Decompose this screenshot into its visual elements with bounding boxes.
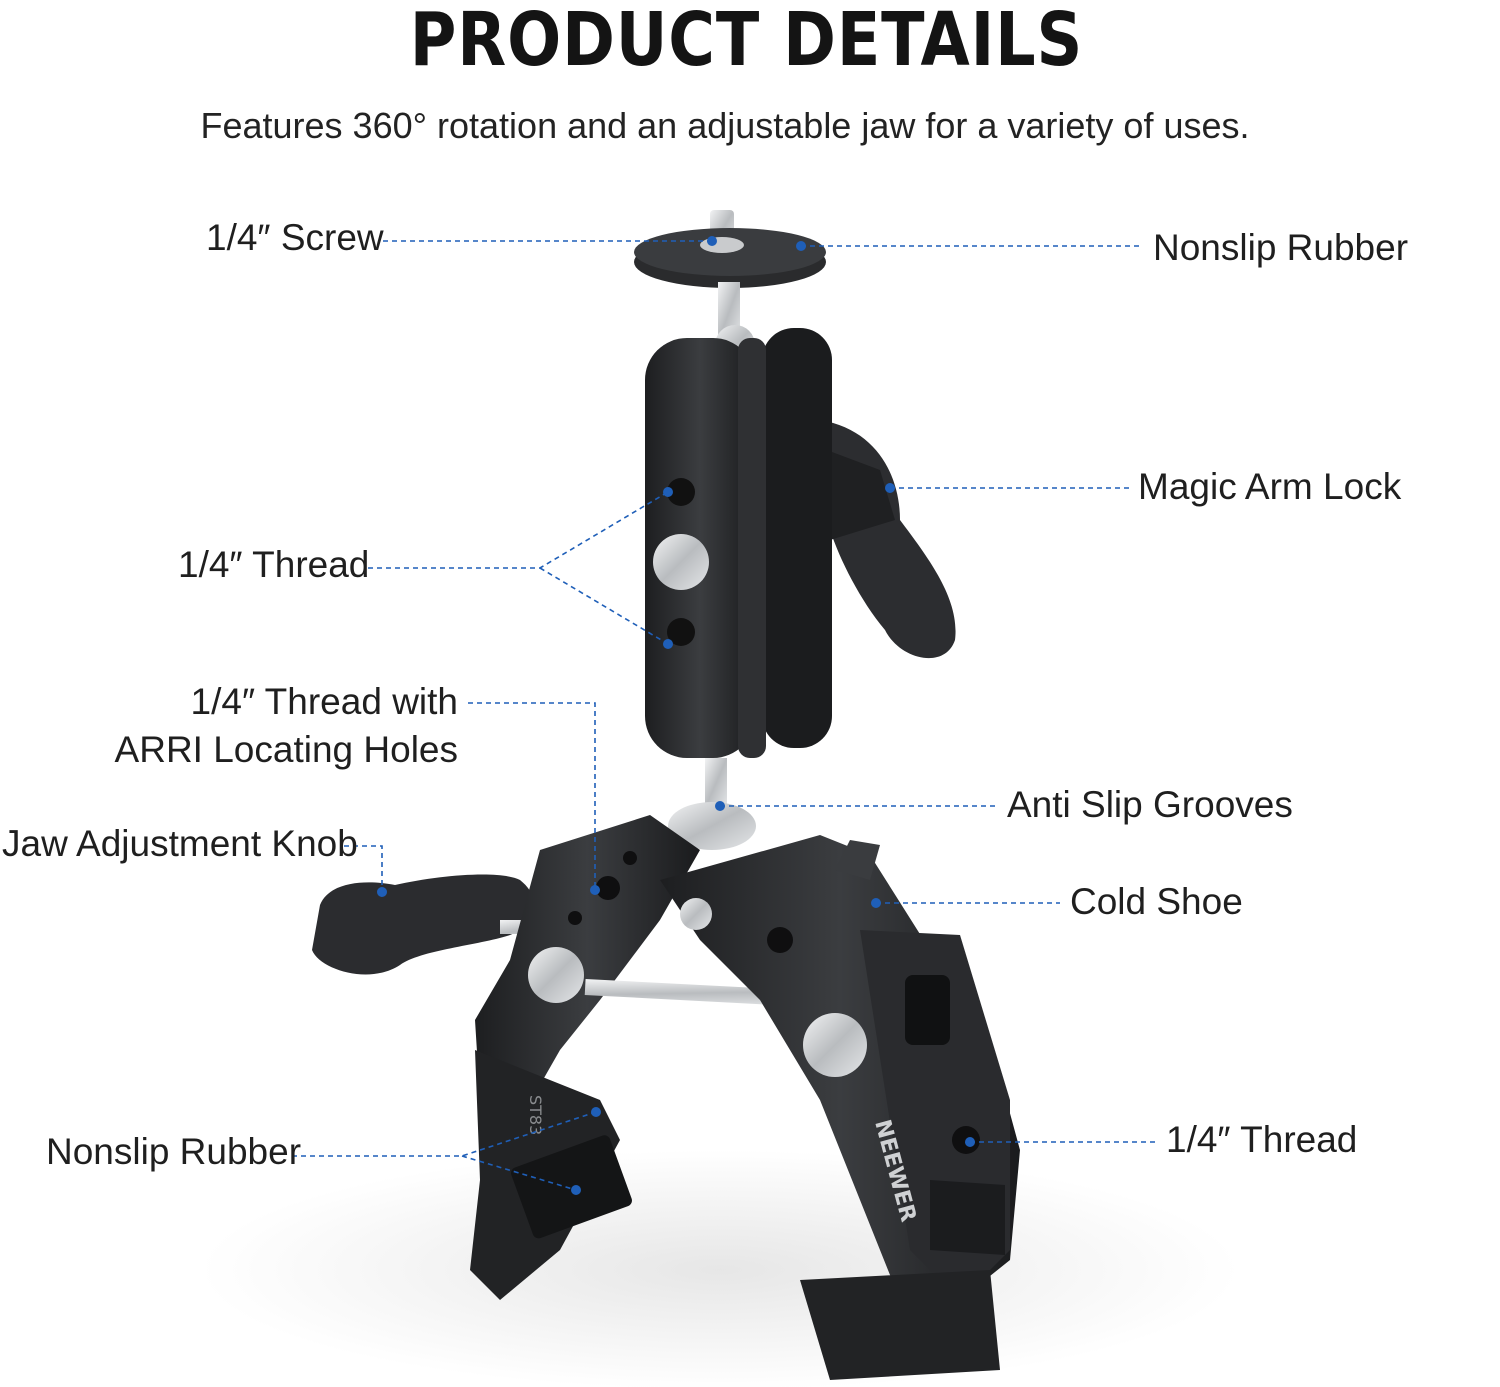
callout-nonslip-rubber-bottom: Nonslip Rubber [46, 1131, 302, 1172]
leader-lines [292, 240, 1158, 1191]
leader-nonslip-bottom-b [461, 1155, 577, 1191]
callout-thread-arm: 1/4″ Thread [178, 544, 370, 585]
callout-nonslip-rubber-top: Nonslip Rubber [1153, 227, 1409, 268]
thread-hole-lower [667, 618, 695, 646]
right-jaw-foot [800, 1270, 1000, 1380]
leader-thread-arm-a [368, 491, 669, 569]
callout-jaw-adjustment-knob: Jaw Adjustment Knob [2, 823, 358, 864]
callout-screw: 1/4″ Screw [206, 217, 384, 258]
model-mark: ST83 [526, 1095, 545, 1135]
page-subtitle: Features 360° rotation and an adjustable… [200, 105, 1250, 146]
page-title: PRODUCT DETAILS [409, 0, 1084, 83]
clamp-left-jaw: ST83 [470, 815, 700, 1300]
lower-ball [668, 758, 756, 850]
callout-thread-bottom: 1/4″ Thread [1166, 1119, 1358, 1160]
clamp-right-jaw: NEEWER [660, 835, 1020, 1380]
leader-jaw-knob [344, 845, 383, 892]
floor-shadow [200, 1150, 1240, 1387]
right-pivot-cap [803, 1013, 867, 1077]
callout-arri-line1: 1/4″ Thread with [190, 681, 458, 722]
arm-pivot-cap [653, 534, 709, 590]
callout-arri-line2: ARRI Locating Holes [114, 729, 458, 770]
callout-cold-shoe: Cold Shoe [1070, 881, 1243, 922]
left-pivot-cap [528, 947, 584, 1003]
leader-thread-arm-b [539, 567, 669, 645]
leader-arri [468, 702, 596, 890]
threaded-rod [584, 978, 816, 1008]
callout-anti-slip-grooves: Anti Slip Grooves [1007, 784, 1293, 825]
cold-shoe-slot [835, 840, 880, 880]
leader-nonslip-bottom-a [292, 1111, 597, 1157]
callout-magic-arm-lock: Magic Arm Lock [1138, 466, 1402, 507]
left-nonslip-pad [511, 1135, 632, 1239]
leader-dots [377, 236, 975, 1195]
thread-hole-upper [667, 478, 695, 506]
arm-body [645, 328, 832, 758]
